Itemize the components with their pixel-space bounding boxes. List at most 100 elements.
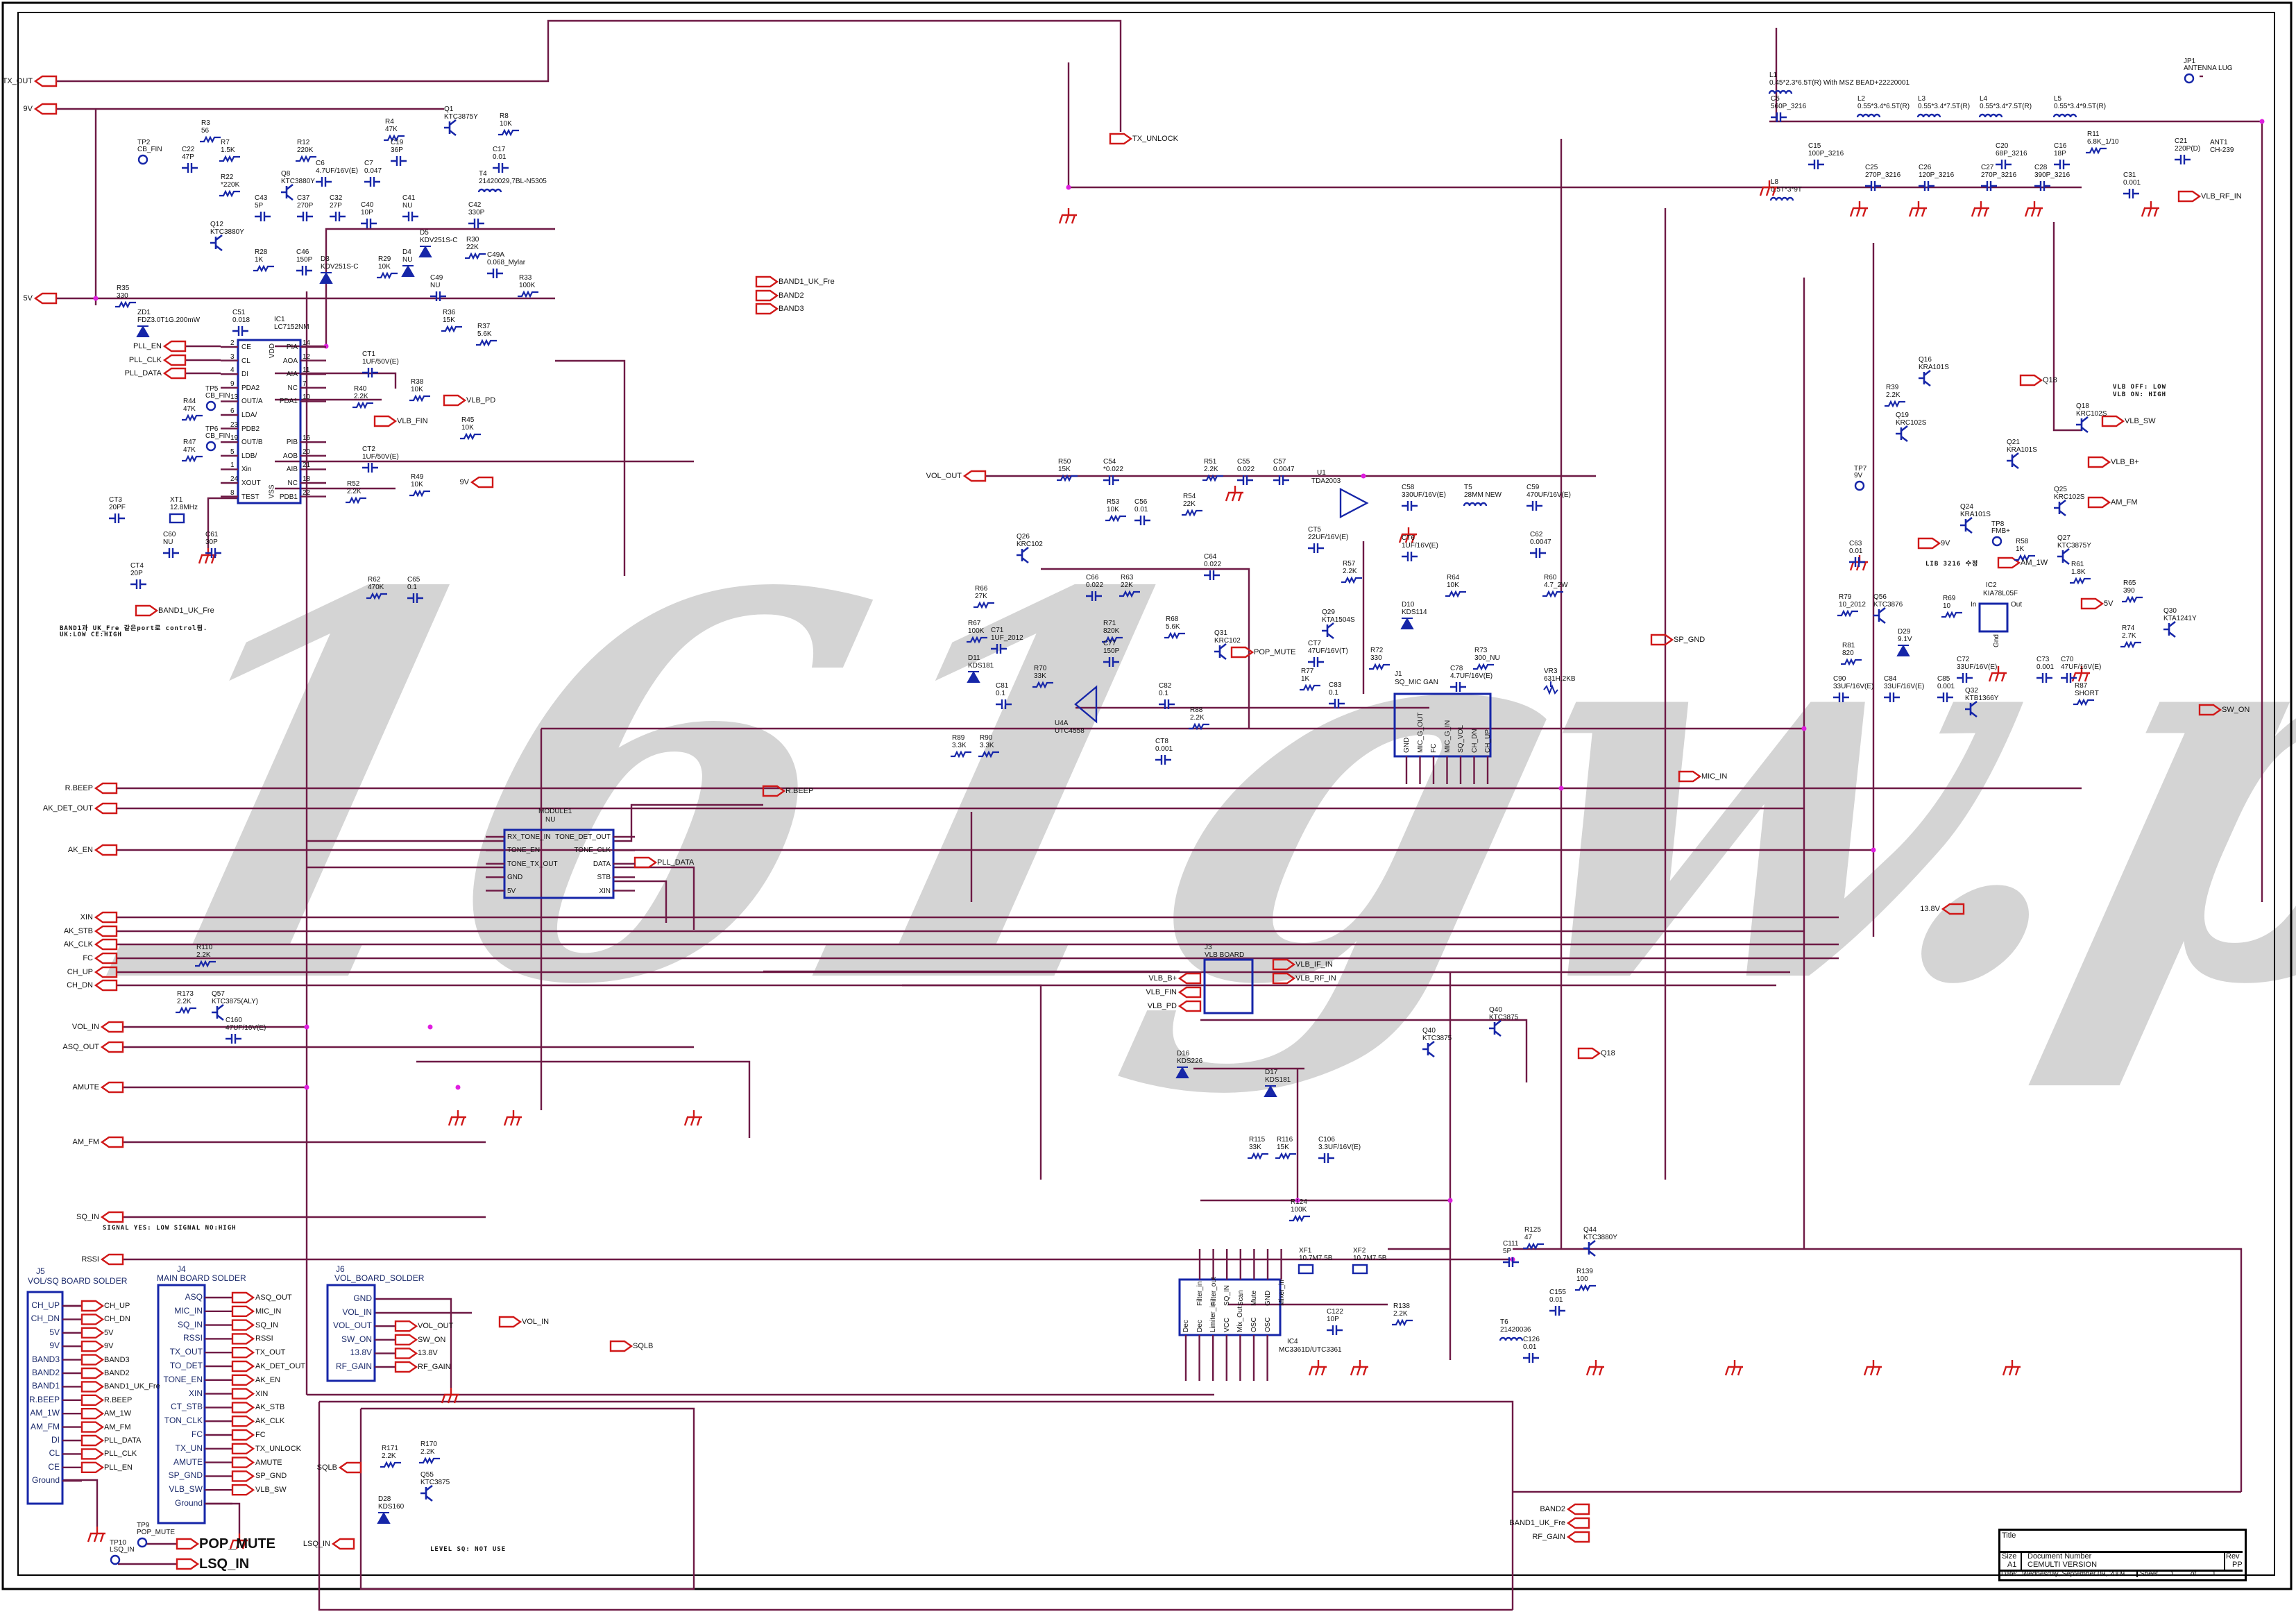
transistor-icon <box>1919 369 1931 387</box>
junction-dot <box>1871 847 1876 853</box>
component-ref: R124 <box>1291 1198 1307 1206</box>
testpoint-name: CB_FIN <box>205 432 230 440</box>
resistor-icon <box>1341 576 1362 584</box>
net-port-icon <box>231 1333 255 1345</box>
resistor-icon <box>1837 609 1858 618</box>
net-port-icon <box>162 354 187 366</box>
net-port-icon <box>755 303 779 315</box>
component-ref: CT3 <box>109 496 122 504</box>
ic-pin-number: 22 <box>303 488 311 497</box>
net-port-icon <box>231 1388 255 1400</box>
ic-pin-label: CE <box>241 343 251 351</box>
net-port-label: CH_DN <box>104 1315 130 1324</box>
component-ref: R60 <box>1544 574 1557 581</box>
testpoint-icon <box>1854 480 1865 491</box>
component-ref: C71 <box>991 627 1004 634</box>
net-port-label: XIN <box>255 1389 269 1398</box>
component-value: 5.6K <box>477 330 492 338</box>
component-value: 0.022 <box>1204 561 1222 568</box>
component-ref: C57 <box>1273 458 1286 466</box>
component-value: 2.2K <box>196 951 211 959</box>
module-value: NU <box>545 816 556 824</box>
net-port-icon <box>100 1021 124 1033</box>
component-ref: C17 <box>493 146 506 153</box>
component-ref: C22 <box>182 146 195 153</box>
connector-pin-label: GND <box>353 1293 372 1303</box>
component-value: 15K <box>443 316 455 324</box>
component-ref: R39 <box>1886 384 1899 391</box>
component-ref: R65 <box>2123 579 2136 587</box>
transistor-icon <box>1965 700 1978 718</box>
component-value: KTC3880Y <box>1583 1234 1617 1241</box>
net-port-icon <box>231 1319 255 1331</box>
net-port-icon <box>176 1538 200 1550</box>
ic-pin-number: 9 <box>230 380 235 388</box>
component-value: 820K <box>1103 627 1120 635</box>
component-ref: Q44 <box>1583 1226 1597 1234</box>
transistor-icon <box>210 234 223 252</box>
net-port-label: XIN <box>80 913 93 921</box>
transistor-icon <box>1489 1019 1502 1037</box>
title-block-col-divider <box>2224 1551 2225 1570</box>
net-port-label: BAND1_UK_Fre <box>158 606 214 615</box>
component-ref: Q18 <box>2076 402 2089 410</box>
net-port-label: Q18 <box>2043 376 2057 384</box>
wire <box>1041 568 1250 729</box>
component-ref: C54 <box>1103 458 1116 466</box>
component-ref: Q24 <box>1960 503 1973 511</box>
connector-j4 <box>157 1284 206 1524</box>
component-value: KTC3875 <box>1489 1014 1519 1021</box>
title-block-row-divider <box>1998 1570 2243 1572</box>
component-ref: D16 <box>1177 1050 1190 1057</box>
net-port-icon <box>1566 1503 1590 1515</box>
wire <box>319 1400 1514 1610</box>
capacitor-icon <box>2061 673 2077 683</box>
component-value: KRA101S <box>1919 364 1949 371</box>
component-value: 20P <box>130 570 143 577</box>
diode-icon <box>136 325 150 337</box>
diode-icon <box>1896 644 1910 656</box>
net-port-icon <box>80 1407 105 1420</box>
testpoint-name: 9V <box>1854 472 1863 479</box>
component-ref: C19 <box>391 139 404 146</box>
ic-pin-label: LDB/ <box>241 452 257 460</box>
ic-pin-label: PDB2 <box>241 425 260 433</box>
capacitor-icon <box>402 212 418 221</box>
component-value: 0.001 <box>1155 745 1173 753</box>
testpoint-icon <box>205 400 216 411</box>
capacitor-icon <box>1086 591 1102 601</box>
component-value: 150P <box>296 256 313 264</box>
schematic-note: SIGNAL YES: LOW SIGNAL NO:HIGH <box>103 1225 237 1232</box>
component-value: KRA101S <box>1960 511 1991 518</box>
ic2-box <box>1978 602 2009 633</box>
component-value: 330P <box>468 209 485 216</box>
document-number: CEMULTI VERSION <box>2027 1561 2098 1569</box>
component-value: 330UF/16V(E) <box>1402 491 1446 499</box>
component-value: 22K <box>1121 581 1133 589</box>
net-port-label: SQLB <box>633 1342 654 1350</box>
net-port-icon <box>394 1334 418 1346</box>
capacitor-icon <box>362 368 378 377</box>
ic-pin-label: PDA1 <box>279 398 298 406</box>
net-port-label: 9V <box>459 478 469 486</box>
capacitor-icon <box>226 1034 241 1044</box>
sheet-of-label: of <box>2191 1570 2197 1578</box>
capacitor-icon <box>182 163 198 173</box>
component-value: 10K <box>500 120 512 128</box>
testpoint-ref: TP7 <box>1854 465 1867 473</box>
junction-dot <box>1801 726 1807 731</box>
net-port-label: SW_ON <box>2222 706 2250 714</box>
component-value: 330 <box>117 292 128 300</box>
component-ref: R66 <box>975 585 988 593</box>
ic-pin-number: 4 <box>230 366 235 375</box>
capacitor-icon <box>407 593 423 603</box>
net-port-label: BAND3 <box>779 305 804 313</box>
component-value: KRA101S <box>2007 446 2037 454</box>
resistor-icon <box>978 750 999 758</box>
component-value: 2.2K <box>1393 1310 1408 1318</box>
capacitor-icon <box>1957 673 1973 683</box>
component-value: 30P <box>205 538 218 546</box>
component-ref: C16 <box>2054 142 2067 150</box>
component-value: 2.2K <box>382 1452 396 1460</box>
capacitor-icon <box>297 212 313 221</box>
